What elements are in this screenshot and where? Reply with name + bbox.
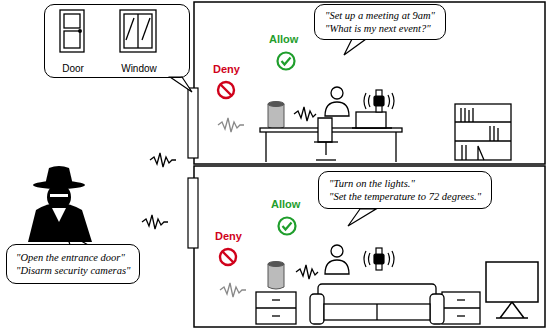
bookshelf — [455, 104, 511, 160]
sound-wave — [142, 153, 176, 229]
window-icon — [120, 10, 156, 52]
television — [486, 262, 538, 318]
attacker-figure — [28, 166, 92, 242]
icon-label: Door — [45, 63, 101, 75]
speech-bubble: "Open the entrance door""Disarm security… — [6, 244, 140, 284]
voice-wave — [294, 107, 318, 279]
bubble-tail — [66, 39, 376, 245]
sofa — [310, 284, 444, 324]
allow-label: Allow — [269, 33, 298, 46]
voice-command: "Open the entrance door" — [16, 251, 130, 264]
room-outline — [194, 2, 545, 327]
deny-label: Deny — [215, 230, 242, 243]
allow-label: Allow — [271, 198, 300, 211]
door-icon — [60, 10, 84, 52]
blocked-wave — [218, 118, 246, 297]
voice-command: "Set the temperature to 72 degrees." — [329, 190, 481, 203]
voice-command: "Turn on the lights." — [329, 177, 481, 190]
speech-bubble: "Turn on the lights.""Set the temperatur… — [318, 171, 492, 209]
deny-label: Deny — [213, 63, 240, 76]
speech-bubble: "Set up a meeting at 9am""What is my nex… — [314, 4, 446, 40]
voice-command: "Disarm security cameras" — [16, 264, 130, 277]
wall-opening — [188, 88, 198, 248]
desk — [260, 112, 402, 162]
speech-bubble: Door Window — [44, 4, 190, 78]
icon-label: Window — [111, 63, 167, 75]
voice-command: "What is my next event?" — [325, 22, 435, 35]
voice-command: "Set up a meeting at 9am" — [325, 9, 435, 22]
